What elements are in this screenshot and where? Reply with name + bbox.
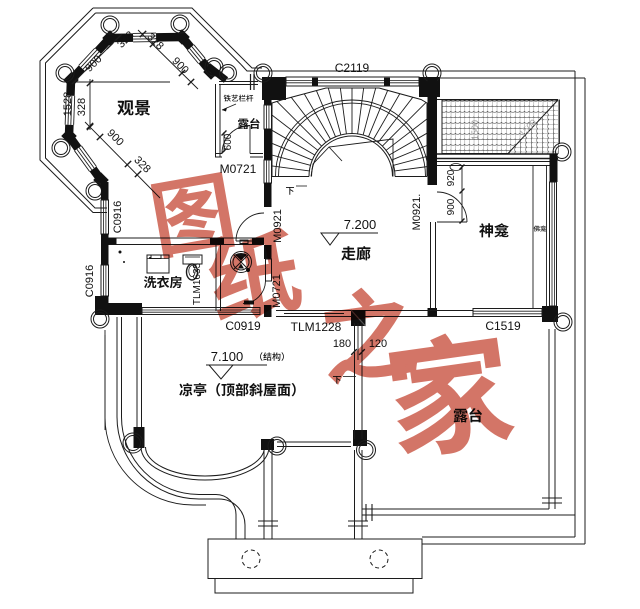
svg-text:C0916: C0916 (112, 201, 124, 233)
svg-text:1528: 1528 (62, 92, 74, 116)
svg-text:600: 600 (223, 133, 234, 150)
svg-text:1500: 1500 (470, 120, 480, 140)
svg-text:328: 328 (76, 98, 88, 116)
svg-text:C1519: C1519 (485, 319, 521, 333)
svg-text:7.100: 7.100 (211, 349, 244, 364)
svg-text:C2119: C2119 (335, 61, 370, 75)
svg-text:7.200: 7.200 (344, 217, 377, 232)
svg-text:900: 900 (446, 198, 457, 215)
svg-text:M0721: M0721 (220, 162, 257, 176)
svg-text:C0916: C0916 (84, 265, 96, 297)
svg-text:TLM1635: TLM1635 (192, 262, 203, 305)
svg-text:C0919: C0919 (225, 319, 261, 333)
svg-text:900: 900 (169, 55, 190, 76)
svg-text:920: 920 (446, 169, 457, 186)
svg-text:TLM1228: TLM1228 (291, 320, 342, 334)
svg-text:328: 328 (115, 29, 136, 50)
svg-text:M0921.: M0921. (411, 194, 423, 231)
svg-text:180: 180 (333, 338, 351, 350)
svg-text:900: 900 (83, 53, 104, 74)
